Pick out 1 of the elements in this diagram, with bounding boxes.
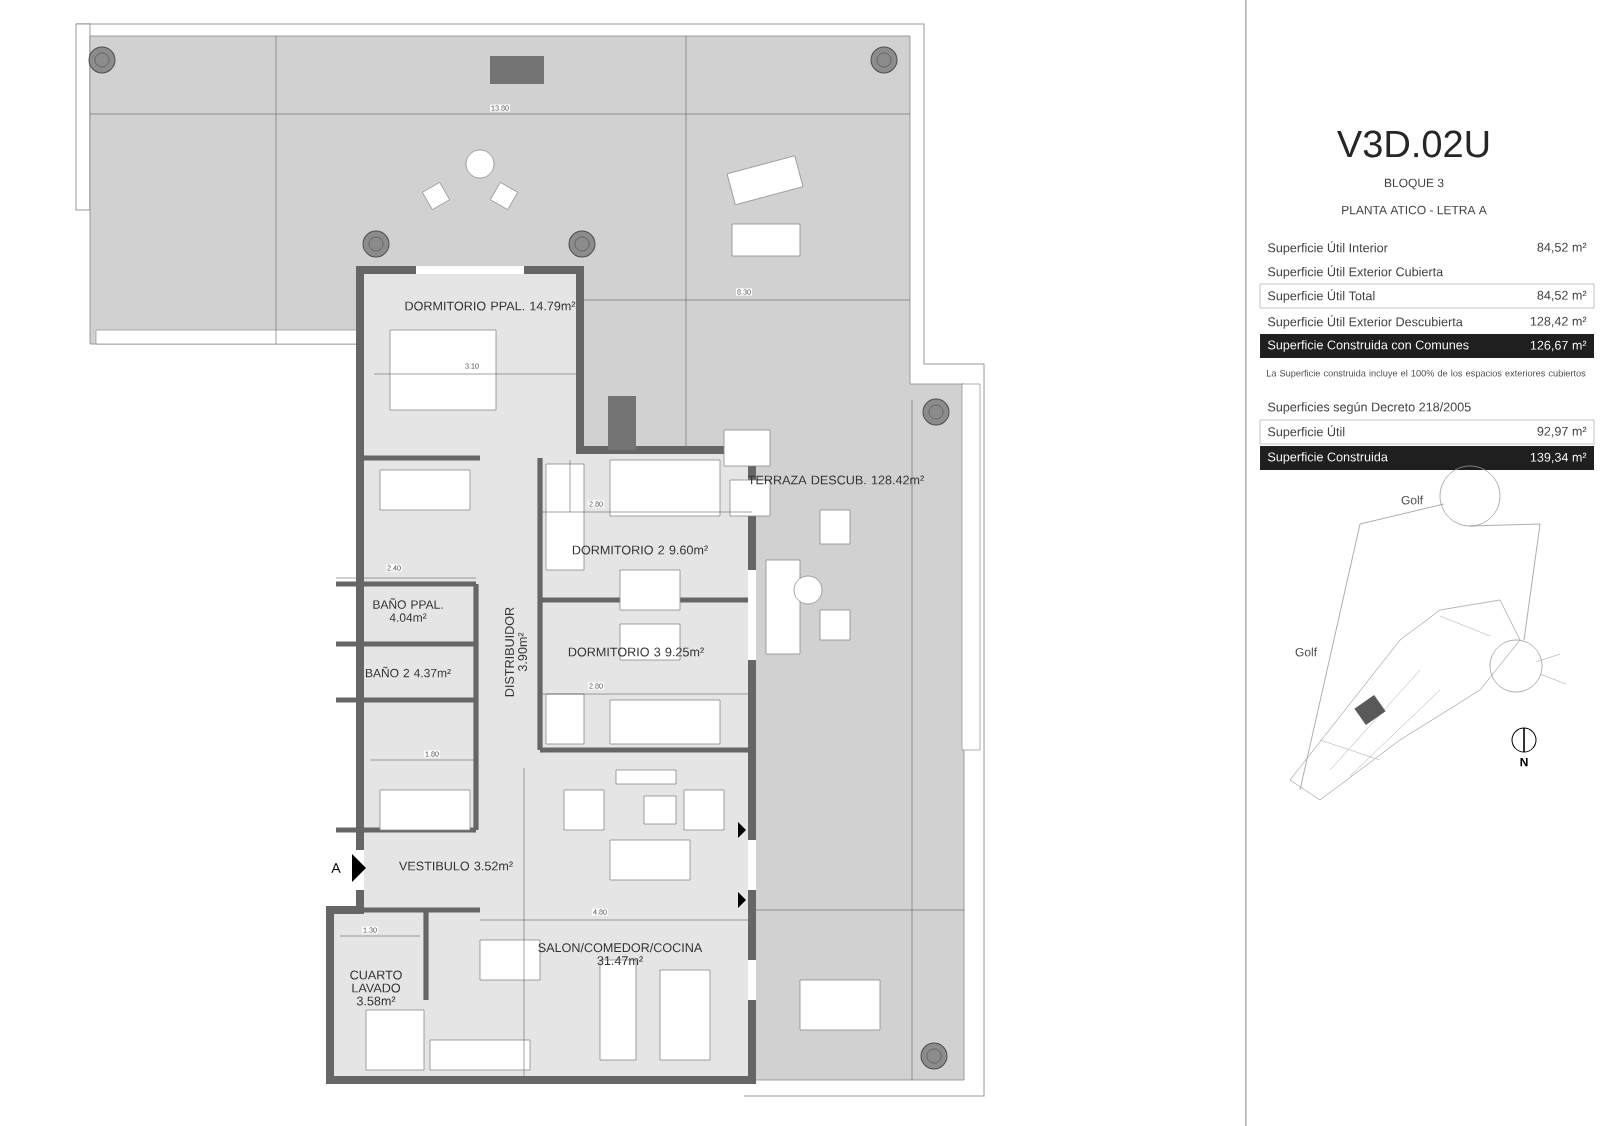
unit-title: V3D.02U [1337, 130, 1489, 158]
